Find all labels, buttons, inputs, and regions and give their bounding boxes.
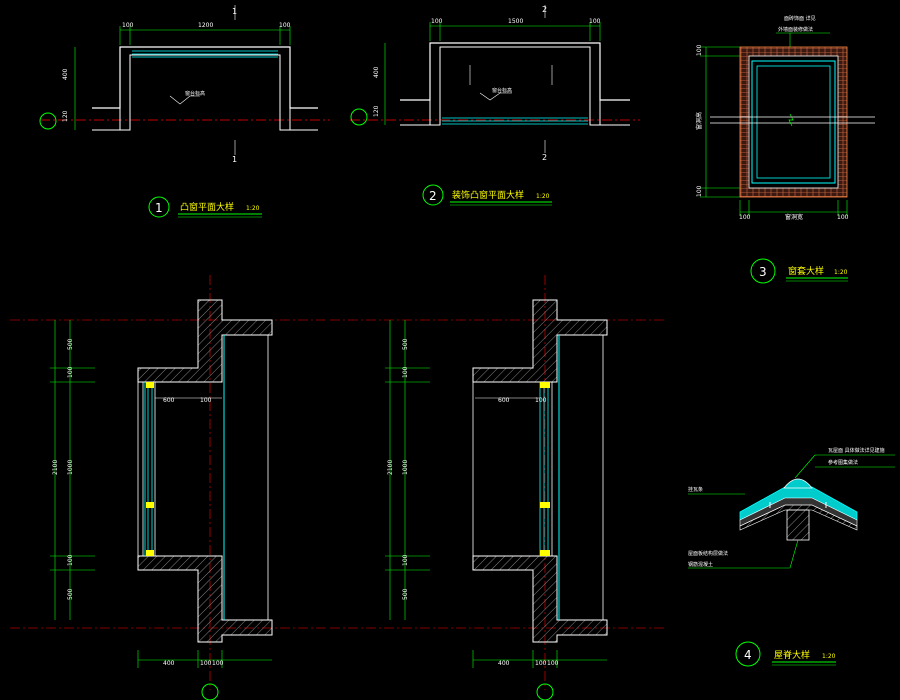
drawing-4-ridge: 瓦屋面 具体做法详见建施 参考图集做法 挂瓦条 屋面板结构层做法 钢筋混凝土 4… xyxy=(688,447,895,667)
detail-scale: 1:20 xyxy=(246,205,260,212)
detail-caption: 装饰凸窗平面大样 xyxy=(452,189,524,201)
level-symbol xyxy=(479,92,512,101)
detail-scale: 1:20 xyxy=(536,193,550,200)
ridge-tile xyxy=(783,478,813,489)
dim-text: 窗洞宽 xyxy=(785,213,803,221)
dim-text: 100 xyxy=(67,366,74,378)
dim-text: 500 xyxy=(67,588,74,600)
note-text: 参考图集做法 xyxy=(828,459,858,466)
dim-text: 500 xyxy=(67,338,74,350)
dim-text: 窗洞高 xyxy=(695,112,703,130)
detail-bubble-1 xyxy=(148,196,170,218)
detail-bubble-3 xyxy=(750,258,776,284)
note-text: 屋面板结构层做法 xyxy=(688,550,728,557)
dim-text: 1000 xyxy=(67,460,74,475)
dim-text: 500 xyxy=(402,588,409,600)
wall-outline-inner xyxy=(92,54,318,131)
break-symbol xyxy=(788,113,794,127)
detail-number: 2 xyxy=(429,189,437,203)
section-label: 1 xyxy=(232,7,237,16)
detail-caption: 窗套大样 xyxy=(788,265,824,277)
detail-number: 4 xyxy=(744,648,752,662)
dim-text: 400 xyxy=(373,66,380,78)
axis-bubble xyxy=(39,112,57,130)
section-label: 2 xyxy=(542,5,547,14)
note-text: 瓦屋面 具体做法详见建施 xyxy=(828,447,885,454)
detail-caption: 屋脊大样 xyxy=(774,649,810,661)
axis-bubble xyxy=(201,683,219,700)
axis-bubble xyxy=(536,683,554,700)
note-text: 钢筋混凝土 xyxy=(688,561,713,568)
note-text: 挂瓦条 xyxy=(688,486,703,493)
dim-text: 100 xyxy=(739,214,751,221)
dim-text: 100 xyxy=(535,397,547,404)
section-a: 500 100 1000 100 500 2100 600 100 400 10… xyxy=(10,275,325,700)
axis-bubble xyxy=(350,108,368,126)
dim-text: 100 xyxy=(200,660,212,667)
dim-text: 120 xyxy=(373,105,380,117)
upper-slab xyxy=(472,299,608,383)
dim-text: 1200 xyxy=(198,22,213,29)
level-symbol xyxy=(169,95,200,105)
dim-text: 100 xyxy=(402,366,409,378)
note-text: 外墙面装修做法 xyxy=(778,26,813,33)
drawing-1-plan: 100 1200 100 400 120 1 1 窗台标高 1 凸窗平面大样 1… xyxy=(39,5,330,218)
dim-text: 120 xyxy=(62,110,69,122)
dim-text: 2100 xyxy=(52,460,59,475)
dim-text: 100 xyxy=(431,18,443,25)
level-note: 窗台标高 xyxy=(185,90,205,97)
dim-text: 100 xyxy=(547,660,559,667)
lower-slab xyxy=(472,555,608,643)
dim-text: 100 xyxy=(696,185,703,197)
dim-text: 100 xyxy=(212,660,224,667)
dim-text: 100 xyxy=(535,660,547,667)
wall-outline-outer xyxy=(92,46,318,109)
dim-text: 600 xyxy=(498,397,510,404)
detail-bubble-2 xyxy=(422,184,444,206)
upper-slab xyxy=(137,299,273,383)
dim-text: 100 xyxy=(67,554,74,566)
drawing-2-plan: 100 1500 100 400 120 2 2 窗台标高 2 装饰凸窗平面大样… xyxy=(350,5,640,206)
detail-caption: 凸窗平面大样 xyxy=(180,201,234,213)
lower-slab xyxy=(137,555,273,643)
section-label: 1 xyxy=(232,155,237,164)
section-label: 2 xyxy=(542,153,547,162)
detail-scale: 1:20 xyxy=(834,269,848,276)
level-note: 窗台标高 xyxy=(492,87,512,94)
dim-text: 2100 xyxy=(387,460,394,475)
dim-text: 400 xyxy=(62,68,69,80)
dim-text: 100 xyxy=(402,554,409,566)
detail-scale: 1:20 xyxy=(822,653,836,660)
dim-text: 100 xyxy=(837,214,849,221)
dim-text: 400 xyxy=(498,660,510,667)
dim-text: 1500 xyxy=(508,18,523,25)
dim-text: 100 xyxy=(279,22,291,29)
detail-number: 1 xyxy=(155,201,163,215)
dim-text: 100 xyxy=(200,397,212,404)
dim-text: 100 xyxy=(122,22,134,29)
dim-text: 400 xyxy=(163,660,175,667)
dim-text: 100 xyxy=(696,44,703,56)
detail-number: 3 xyxy=(759,265,767,279)
dim-text: 500 xyxy=(402,338,409,350)
dim-text: 1000 xyxy=(402,460,409,475)
section-b: 500 100 1000 100 500 2100 600 100 400 10… xyxy=(330,275,665,700)
drawing-3-window-surround: 面砖饰面 详见 外墙面装修做法 100 窗洞宽 100 100 窗洞高 100 … xyxy=(695,15,875,284)
note-text: 面砖饰面 详见 xyxy=(784,15,816,22)
dim-text: 600 xyxy=(163,397,175,404)
ridge-beam xyxy=(786,509,810,541)
dim-text: 100 xyxy=(589,18,601,25)
detail-bubble-4 xyxy=(735,641,761,667)
